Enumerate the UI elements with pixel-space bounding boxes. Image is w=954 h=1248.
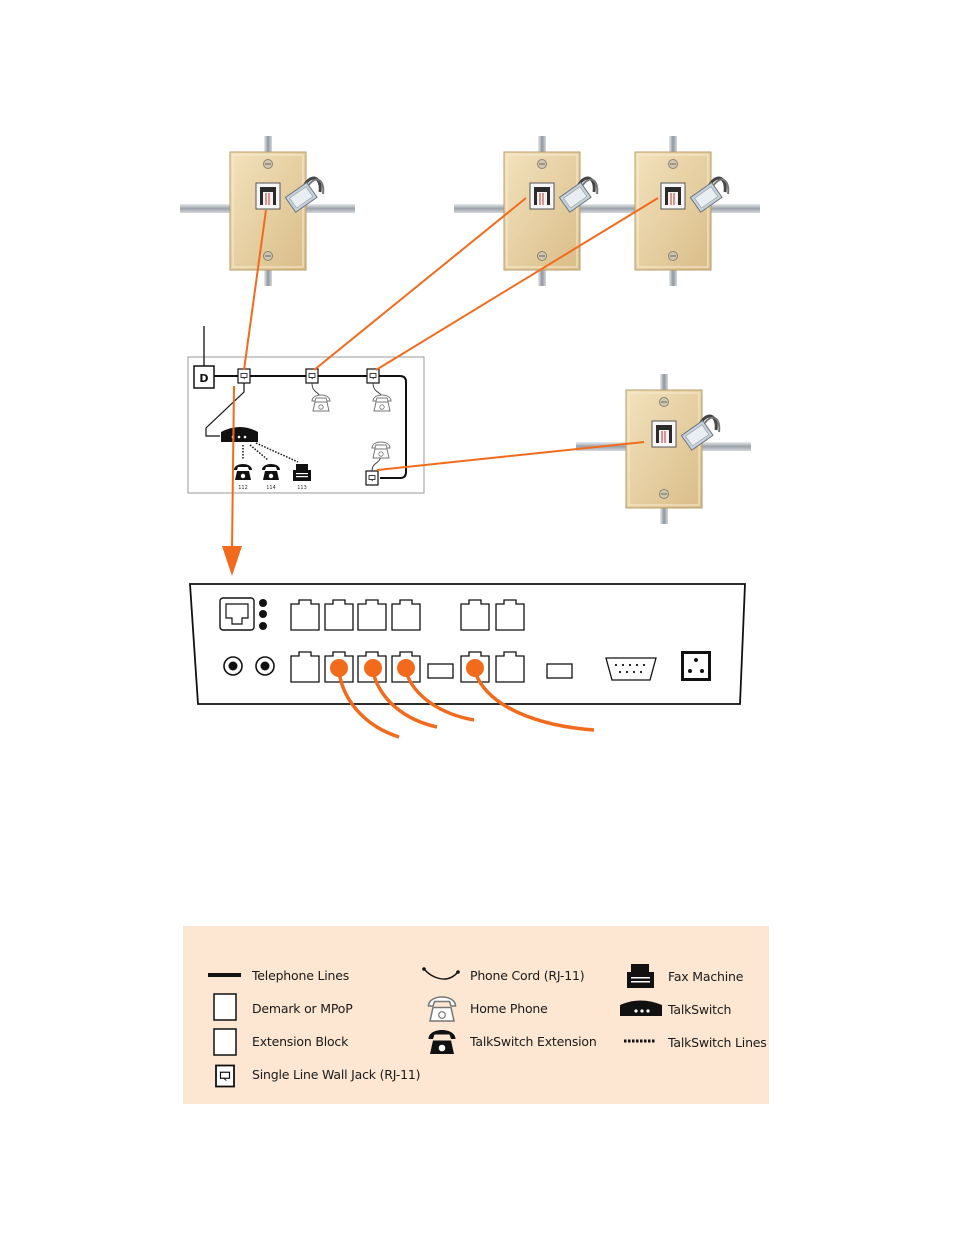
floor-jack-1 [238, 369, 250, 383]
demark-letter: D [199, 372, 208, 385]
arrow-to-talkswitch [222, 546, 242, 576]
legend-label-talkswitch: TalkSwitch [668, 1002, 731, 1017]
home-phone-1 [312, 395, 330, 411]
wall-jack-top-right [585, 136, 760, 286]
legend-label-extension-block: Extension Block [252, 1034, 348, 1049]
status-led-3 [259, 622, 267, 630]
legend-label-fax-machine: Fax Machine [668, 969, 743, 984]
serial-port [606, 658, 656, 680]
legend-label-phone-cord: Phone Cord (RJ-11) [470, 968, 584, 983]
legend-label-talkswitch-lines: TalkSwitch Lines [668, 1035, 767, 1050]
extension-number-113: 113 [297, 485, 307, 491]
phone-port-main [220, 598, 254, 630]
status-led-2 [259, 610, 267, 618]
wall-jack-lower-right [576, 374, 751, 524]
wall-jack-top-left [180, 136, 355, 286]
legend-label-home-phone: Home Phone [470, 1001, 548, 1016]
extension-number-112: 112 [238, 485, 248, 491]
talkswitch-back-panel [190, 584, 745, 737]
audio-jack-1 [224, 657, 242, 675]
top-port-row [291, 600, 524, 630]
floor-jack-4 [366, 471, 378, 485]
legend-label-wall-jack: Single Line Wall Jack (RJ-11) [252, 1067, 420, 1082]
home-phone-icon [429, 997, 456, 1021]
floor-jack-3 [367, 369, 379, 383]
telephone-lines-icon [208, 973, 241, 977]
talkswitch-icon [620, 1001, 662, 1017]
demark-box: D [194, 366, 214, 388]
demark-icon [214, 994, 236, 1020]
usb-port-2 [547, 664, 572, 678]
extension-number-114: 114 [266, 485, 276, 491]
floor-jack-2 [306, 369, 318, 383]
status-led-1 [259, 599, 267, 607]
audio-jack-2 [256, 657, 274, 675]
power-port [681, 651, 711, 681]
legend-label-talkswitch-extension: TalkSwitch Extension [470, 1034, 597, 1049]
wall-jack-icon [216, 1066, 234, 1087]
legend-label-demark: Demark or MPoP [252, 1001, 353, 1016]
usb-port-1 [428, 664, 453, 678]
extension-block-icon [214, 1029, 236, 1055]
legend-label-telephone-lines: Telephone Lines [252, 968, 349, 983]
home-phone-3 [372, 442, 390, 458]
home-phone-2 [373, 395, 391, 411]
